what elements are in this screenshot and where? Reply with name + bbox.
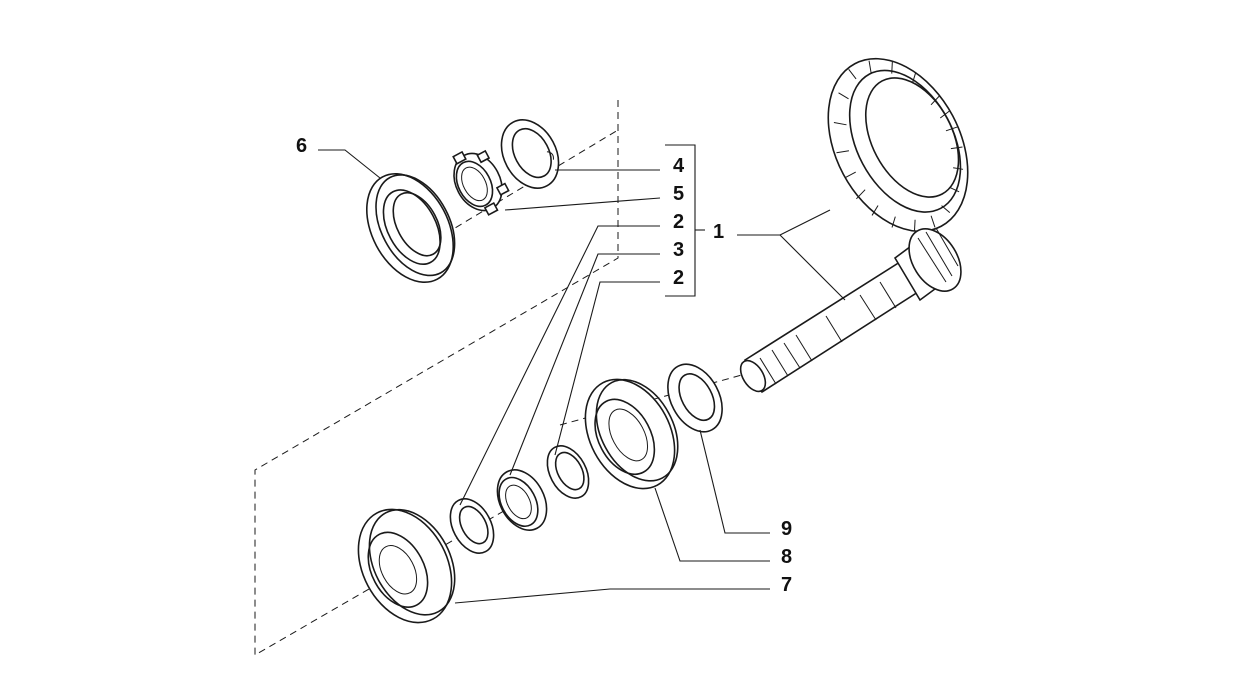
callout-6: 6 [296, 135, 307, 157]
lock-nut-part [452, 149, 510, 216]
crown-wheel-part [827, 57, 969, 233]
callout-9: 9 [781, 518, 792, 540]
leader-lines [318, 144, 846, 604]
spacer-ring-upper-part [546, 445, 590, 499]
lock-washer-part [500, 119, 560, 189]
callout-8: 8 [781, 546, 792, 568]
callout-7: 7 [781, 574, 792, 596]
inner-bearing-part [584, 378, 679, 490]
callout-labels: 6 4 5 2 1 3 2 9 8 7 [296, 135, 792, 596]
callout-5: 5 [673, 183, 684, 205]
callout-1: 1 [713, 221, 724, 243]
pinion-shaft-part [739, 227, 962, 394]
callout-2-lower: 2 [673, 267, 684, 289]
bearing-cup-part [365, 172, 456, 284]
spacer-ring-lower-part [449, 498, 495, 554]
outer-bearing-part [357, 508, 456, 624]
callout-3: 3 [673, 239, 684, 261]
callout-4: 4 [673, 155, 685, 177]
shim-part [667, 363, 723, 433]
assembly-axis-guides [254, 100, 761, 656]
spacer-sleeve-part [496, 469, 548, 531]
callout-2-upper: 2 [673, 211, 684, 233]
